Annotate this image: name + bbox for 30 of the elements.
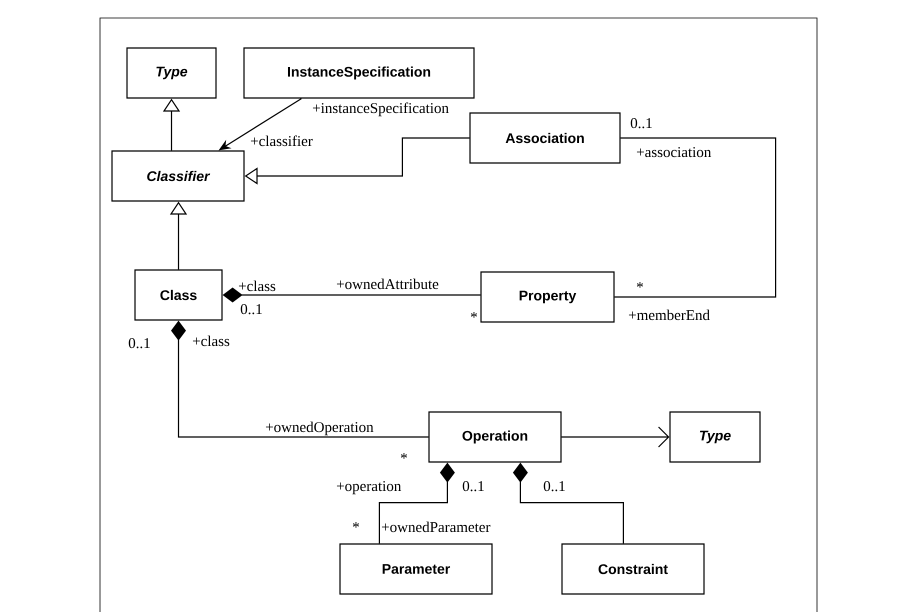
role-name: +ownedOperation xyxy=(266,422,374,436)
association-line xyxy=(614,137,776,298)
abstract-class-box: Type xyxy=(126,47,217,99)
multiplicity: * xyxy=(636,282,643,288)
abstract-class-box: Classifier xyxy=(111,150,245,202)
role-name: +memberEnd xyxy=(628,310,710,320)
class-box: Association xyxy=(469,112,621,164)
multiplicity: 0..1 xyxy=(240,304,262,314)
multiplicity: 0..1 xyxy=(544,481,565,492)
role-name: +class xyxy=(238,280,276,292)
multiplicity: 0..1 xyxy=(630,118,652,128)
role-name: +ownedParameter xyxy=(382,522,490,532)
arrow xyxy=(562,426,670,448)
multiplicity: * xyxy=(352,522,359,528)
class-box: InstanceSpecification xyxy=(243,47,475,99)
role-name: +association xyxy=(636,147,712,158)
multiplicity: * xyxy=(400,453,407,459)
role-name: +class xyxy=(192,336,230,346)
class-box: Parameter xyxy=(339,543,493,595)
abstract-class-box: Type xyxy=(669,411,761,463)
class-box: Property xyxy=(480,271,615,323)
role-name: +ownedAttribute xyxy=(336,278,438,290)
role-name: +classifier xyxy=(250,135,313,146)
multiplicity: 0..1 xyxy=(128,338,150,348)
role-name: +instanceSpecification xyxy=(312,102,449,116)
role-name: +operation xyxy=(336,481,402,494)
class-box: Constraint xyxy=(561,543,705,595)
class-box: Class xyxy=(134,269,223,321)
multiplicity: 0..1 xyxy=(462,481,484,492)
class-box: Operation xyxy=(428,411,562,463)
